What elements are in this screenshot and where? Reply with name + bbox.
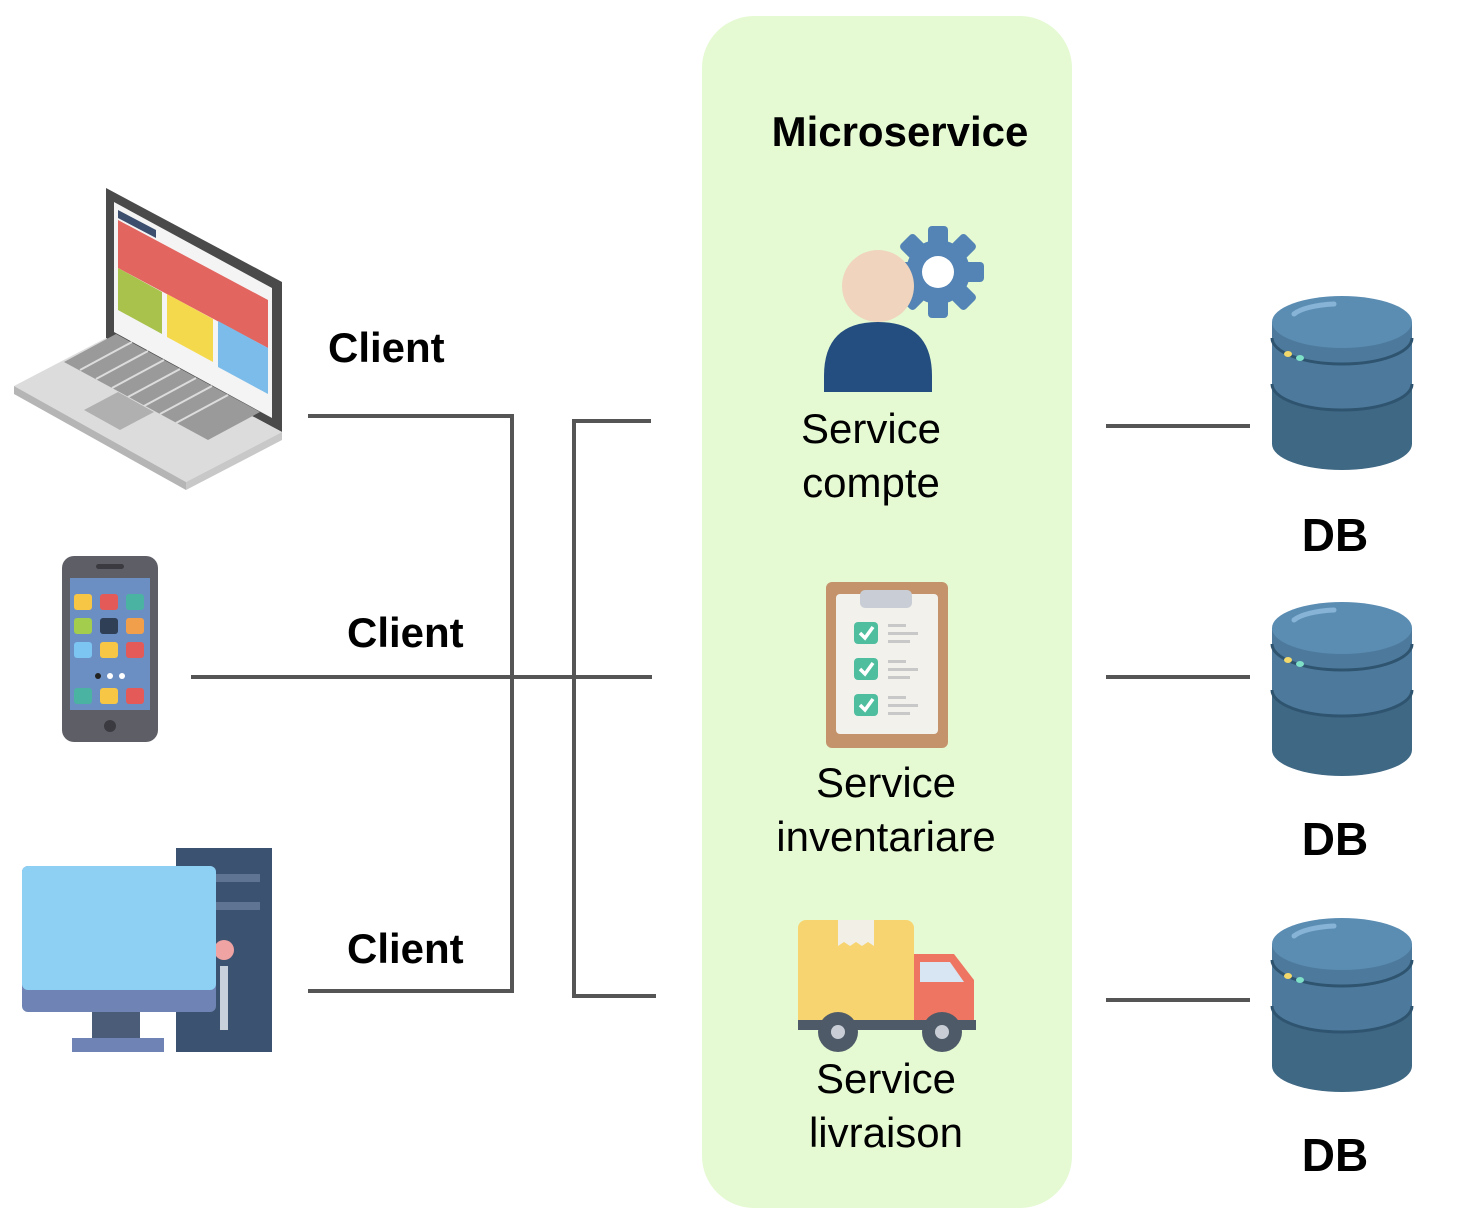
- service-label-compte: Service compte: [711, 402, 1031, 510]
- database-icon: [1270, 602, 1414, 776]
- smartphone-icon: [62, 556, 158, 742]
- service-bracket: [572, 419, 656, 998]
- client-label-desktop: Client: [347, 925, 464, 972]
- db-label-3: DB: [1301, 1129, 1369, 1181]
- database-icon: [1270, 918, 1414, 1092]
- service-name-line: Service: [815, 1055, 957, 1102]
- service-name-line: inventariare: [776, 813, 996, 860]
- client-bracket: [308, 414, 514, 993]
- service-label-inventariare: Service inventariare: [726, 756, 1046, 864]
- db-label-1: DB: [1301, 509, 1369, 561]
- client-label-phone: Client: [347, 609, 464, 656]
- microservice-title: Microservice: [771, 108, 1029, 155]
- database-icon: [1270, 296, 1414, 470]
- desktop-computer-icon: [22, 848, 272, 1052]
- service-name-line: compte: [802, 459, 940, 506]
- service-name-line: Service: [800, 405, 942, 452]
- client-label-laptop: Client: [328, 324, 445, 371]
- db-label-2: DB: [1301, 813, 1369, 865]
- laptop-icon: [14, 188, 282, 490]
- service-name-line: Service: [815, 759, 957, 806]
- service-name-line: livraison: [808, 1109, 964, 1156]
- user-gear-icon: [824, 226, 984, 392]
- clipboard-checklist-icon: [826, 582, 948, 748]
- service-label-livraison: Service livraison: [726, 1052, 1046, 1160]
- delivery-truck-icon: [798, 920, 976, 1052]
